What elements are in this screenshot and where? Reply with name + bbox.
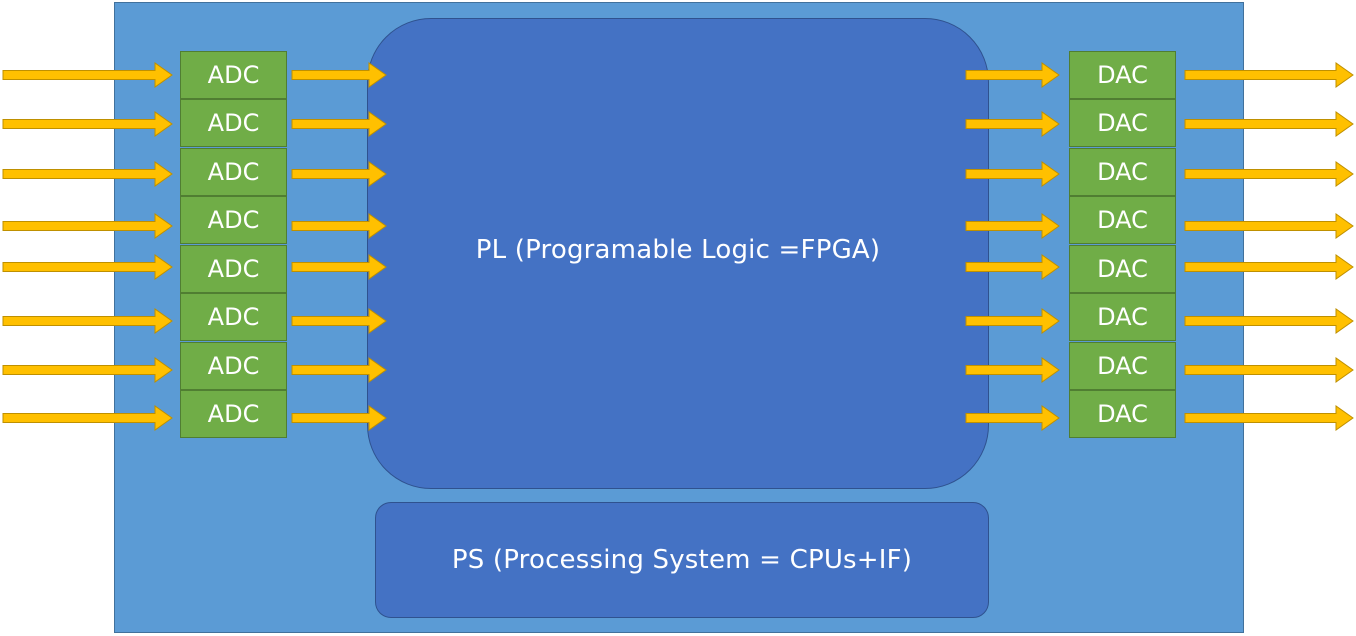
analog-output-arrow	[1184, 405, 1354, 431]
dac-block: DAC	[1069, 342, 1176, 390]
adc-to-pl-arrow	[291, 161, 387, 187]
analog-input-arrow	[2, 254, 173, 280]
adc-to-pl-arrow	[291, 357, 387, 383]
adc-to-pl-arrow	[291, 254, 387, 280]
adc-to-pl-arrow	[291, 405, 387, 431]
analog-output-arrow	[1184, 62, 1354, 88]
analog-input-arrow	[2, 111, 173, 137]
pl-to-dac-arrow	[965, 111, 1060, 137]
analog-input-arrow	[2, 62, 173, 88]
analog-input-arrow	[2, 308, 173, 334]
analog-input-arrow	[2, 405, 173, 431]
adc-block: ADC	[180, 245, 287, 293]
dac-block: DAC	[1069, 196, 1176, 244]
pl-to-dac-arrow	[965, 62, 1060, 88]
pl-label: PL (Programable Logic =FPGA)	[475, 235, 881, 265]
dac-block: DAC	[1069, 148, 1176, 196]
ps-block: PS (Processing System = CPUs+IF)	[375, 502, 989, 618]
ps-label: PS (Processing System = CPUs+IF)	[451, 545, 913, 575]
adc-block: ADC	[180, 51, 287, 99]
dac-block: DAC	[1069, 51, 1176, 99]
analog-output-arrow	[1184, 254, 1354, 280]
dac-block: DAC	[1069, 99, 1176, 147]
adc-block: ADC	[180, 148, 287, 196]
adc-block: ADC	[180, 342, 287, 390]
analog-output-arrow	[1184, 213, 1354, 239]
analog-output-arrow	[1184, 111, 1354, 137]
adc-block: ADC	[180, 293, 287, 341]
pl-to-dac-arrow	[965, 254, 1060, 280]
dac-block: DAC	[1069, 390, 1176, 438]
pl-to-dac-arrow	[965, 308, 1060, 334]
analog-input-arrow	[2, 161, 173, 187]
adc-block: ADC	[180, 390, 287, 438]
dac-block: DAC	[1069, 245, 1176, 293]
pl-block: PL (Programable Logic =FPGA)	[367, 18, 989, 489]
dac-block: DAC	[1069, 293, 1176, 341]
pl-to-dac-arrow	[965, 405, 1060, 431]
adc-to-pl-arrow	[291, 213, 387, 239]
pl-to-dac-arrow	[965, 161, 1060, 187]
analog-input-arrow	[2, 213, 173, 239]
adc-to-pl-arrow	[291, 111, 387, 137]
adc-block: ADC	[180, 99, 287, 147]
analog-output-arrow	[1184, 161, 1354, 187]
pl-to-dac-arrow	[965, 213, 1060, 239]
analog-input-arrow	[2, 357, 173, 383]
adc-to-pl-arrow	[291, 308, 387, 334]
adc-block: ADC	[180, 196, 287, 244]
pl-to-dac-arrow	[965, 357, 1060, 383]
adc-to-pl-arrow	[291, 62, 387, 88]
analog-output-arrow	[1184, 357, 1354, 383]
analog-output-arrow	[1184, 308, 1354, 334]
